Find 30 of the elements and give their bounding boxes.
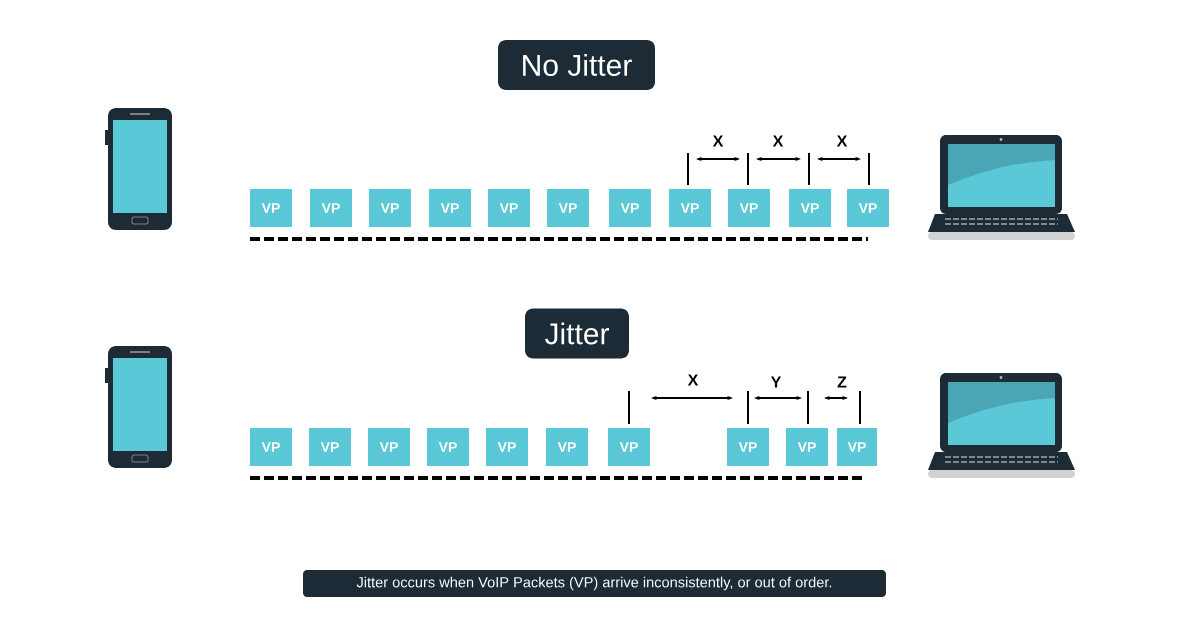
packet-box: VP [309, 428, 351, 466]
dimension-label: Y [770, 376, 782, 388]
packet-box: VP [786, 428, 828, 466]
packet-box: VP [369, 189, 411, 227]
packet-box: VP [847, 189, 889, 227]
dimension-label: X [687, 374, 699, 386]
dimension-label: X [836, 135, 848, 147]
packet-box: VP [486, 428, 528, 466]
packet-box: VP [608, 428, 650, 466]
packet-box: VP [368, 428, 410, 466]
packet-box: VP [250, 189, 292, 227]
dimension-label: X [772, 135, 784, 147]
heading-box: Jitter [525, 308, 629, 359]
packet-box: VP [488, 189, 530, 227]
packet-box: VP [669, 189, 711, 227]
packet-box: VP [310, 189, 352, 227]
packet-box: VP [727, 428, 769, 466]
packet-box: VP [546, 428, 588, 466]
dimension-label: Z [837, 376, 847, 388]
packet-box: VP [427, 428, 469, 466]
dimension-label: X [712, 135, 724, 147]
packet-box: VP [837, 428, 877, 466]
packet-box: VP [429, 189, 471, 227]
packet-box: VP [250, 428, 292, 466]
packet-box: VP [728, 189, 770, 227]
packet-box: VP [789, 189, 831, 227]
packet-box: VP [609, 189, 651, 227]
caption-box: Jitter occurs when VoIP Packets (VP) arrive inconsistently, or out of order. [303, 570, 886, 597]
heading-box: No Jitter [498, 40, 655, 90]
packet-box: VP [547, 189, 589, 227]
